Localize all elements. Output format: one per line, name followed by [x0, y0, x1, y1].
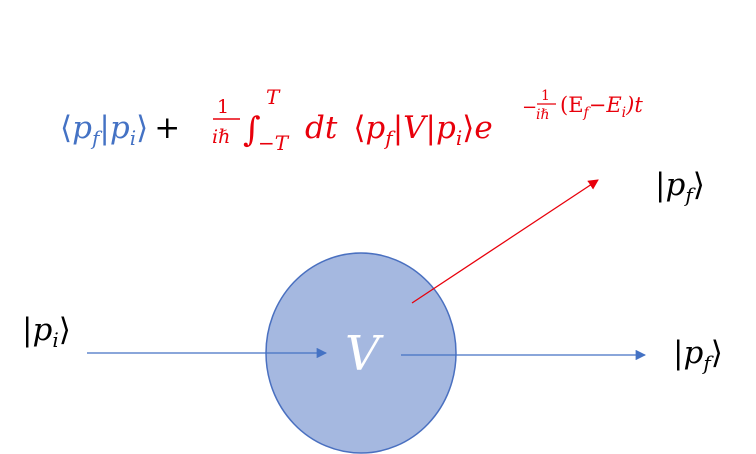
state-bar: | [673, 335, 683, 371]
final-state-scattered-label: |pf⟩ [655, 167, 705, 207]
state-ket-close: ⟩ [711, 335, 723, 371]
equation-p: p [110, 110, 130, 146]
integral-sign: ∫ [243, 110, 261, 150]
exponent-open: (E [560, 93, 584, 117]
state-ket-close: ⟩ [59, 312, 71, 348]
equation-potential: |V| [393, 110, 436, 146]
exponent-fraction-denominator: iℏ [536, 107, 550, 123]
state-subscript: i [52, 328, 58, 352]
integral-upper-limit: T [266, 85, 281, 109]
state-ket-close: ⟩ [693, 167, 705, 203]
equation-fraction-numerator: 1 [217, 96, 229, 118]
equation-p: p [436, 110, 456, 146]
transition-amplitude-equation: ⟨pf|pi⟩+ [60, 110, 180, 150]
state-p: p [665, 167, 685, 203]
initial-state-label: |pi⟩ [22, 312, 71, 352]
equation-fraction-denominator: iℏ [212, 126, 230, 148]
state-p: p [683, 335, 703, 371]
equation-bra-open: ⟨ [60, 110, 72, 146]
potential-label: V [345, 326, 384, 382]
equation-bar: | [99, 110, 109, 146]
state-bar: | [655, 167, 665, 203]
equation-plus: + [154, 110, 180, 146]
equation-ket-close: ⟩ [136, 110, 148, 146]
integral-lower-limit: −T [258, 131, 290, 155]
equation-matrix-element: dt⟨pf|V|pi⟩e [305, 110, 493, 150]
scattered-arrow [411, 179, 599, 304]
equation-dt: dt [305, 110, 338, 146]
state-p: p [32, 312, 52, 348]
final-state-straight-label: |pf⟩ [673, 335, 723, 375]
equation-exponential: e [474, 110, 492, 146]
exponent-minus: − [522, 97, 537, 118]
equation-subscript: i [130, 126, 136, 150]
equation-bra-open: ⟨ [353, 110, 365, 146]
exponent-energy-difference: (Ef−Ei)t [560, 93, 643, 121]
equation-ket-close: ⟩ [462, 110, 474, 146]
exponent-fraction-numerator: 1 [541, 88, 550, 104]
exponent-subscript: f [583, 105, 592, 121]
equation-p: p [72, 110, 92, 146]
equation-p: p [365, 110, 385, 146]
state-bar: | [22, 312, 32, 348]
exponent-mid: −E [589, 93, 622, 117]
exponent-close: )t [625, 93, 643, 117]
exponent-subscript: i [622, 105, 626, 121]
equation-subscript: i [456, 126, 462, 150]
